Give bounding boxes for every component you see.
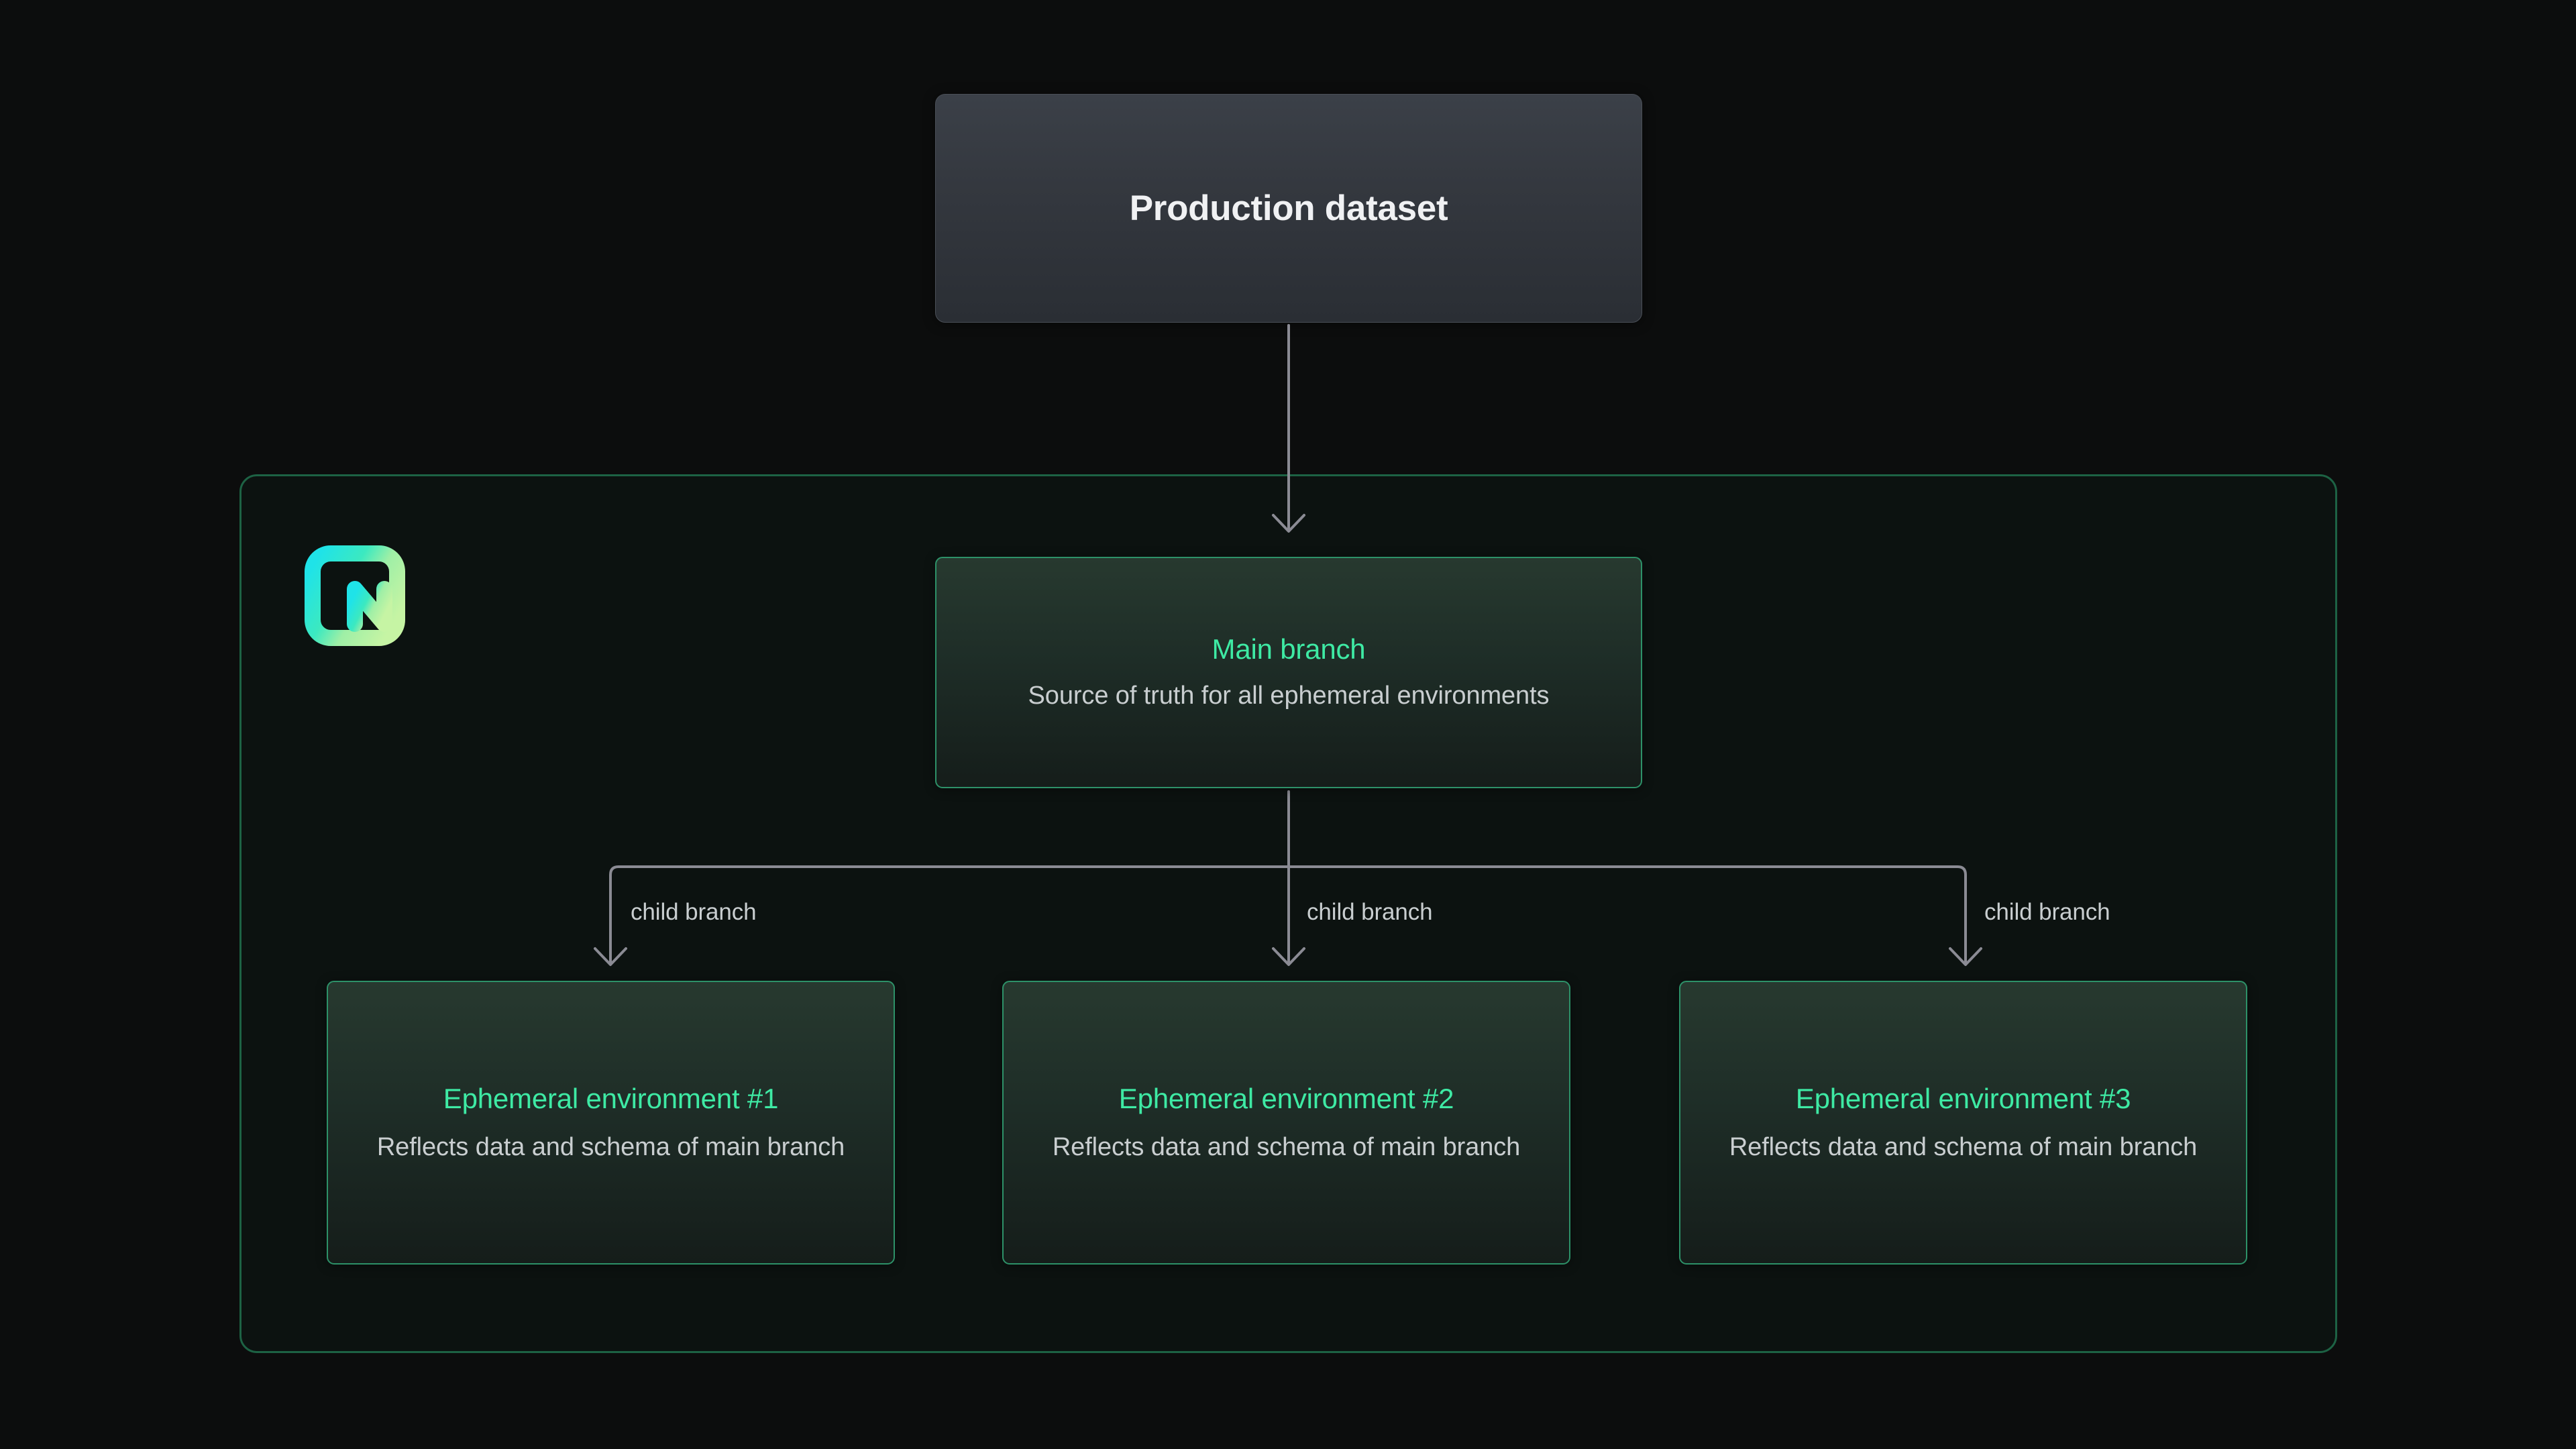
ephemeral-environment-title-2: Ephemeral environment #2: [1118, 1082, 1454, 1114]
edge-label-child-branch-3: child branch: [1984, 899, 2110, 925]
neon-logo-icon: [304, 545, 406, 647]
ephemeral-environment-description-3: Reflects data and schema of main branch: [1729, 1132, 2198, 1161]
ephemeral-environment-node-3[interactable]: Ephemeral environment #3 Reflects data a…: [1679, 981, 2247, 1265]
main-branch-title: Main branch: [1212, 633, 1366, 665]
ephemeral-environment-node-2[interactable]: Ephemeral environment #2 Reflects data a…: [1002, 981, 1570, 1265]
edge-label-child-branch-1: child branch: [631, 899, 757, 925]
ephemeral-environment-title-1: Ephemeral environment #1: [443, 1082, 779, 1114]
production-dataset-title: Production dataset: [1129, 189, 1448, 228]
ephemeral-environment-description-1: Reflects data and schema of main branch: [376, 1132, 845, 1161]
ephemeral-environment-node-1[interactable]: Ephemeral environment #1 Reflects data a…: [327, 981, 895, 1265]
main-branch-node[interactable]: Main branch Source of truth for all ephe…: [935, 557, 1642, 788]
production-dataset-node[interactable]: Production dataset: [935, 94, 1642, 323]
ephemeral-environment-description-2: Reflects data and schema of main branch: [1052, 1132, 1521, 1161]
main-branch-description: Source of truth for all ephemeral enviro…: [1028, 682, 1550, 710]
ephemeral-environment-title-3: Ephemeral environment #3: [1795, 1082, 2131, 1114]
edge-label-child-branch-2: child branch: [1307, 899, 1433, 925]
